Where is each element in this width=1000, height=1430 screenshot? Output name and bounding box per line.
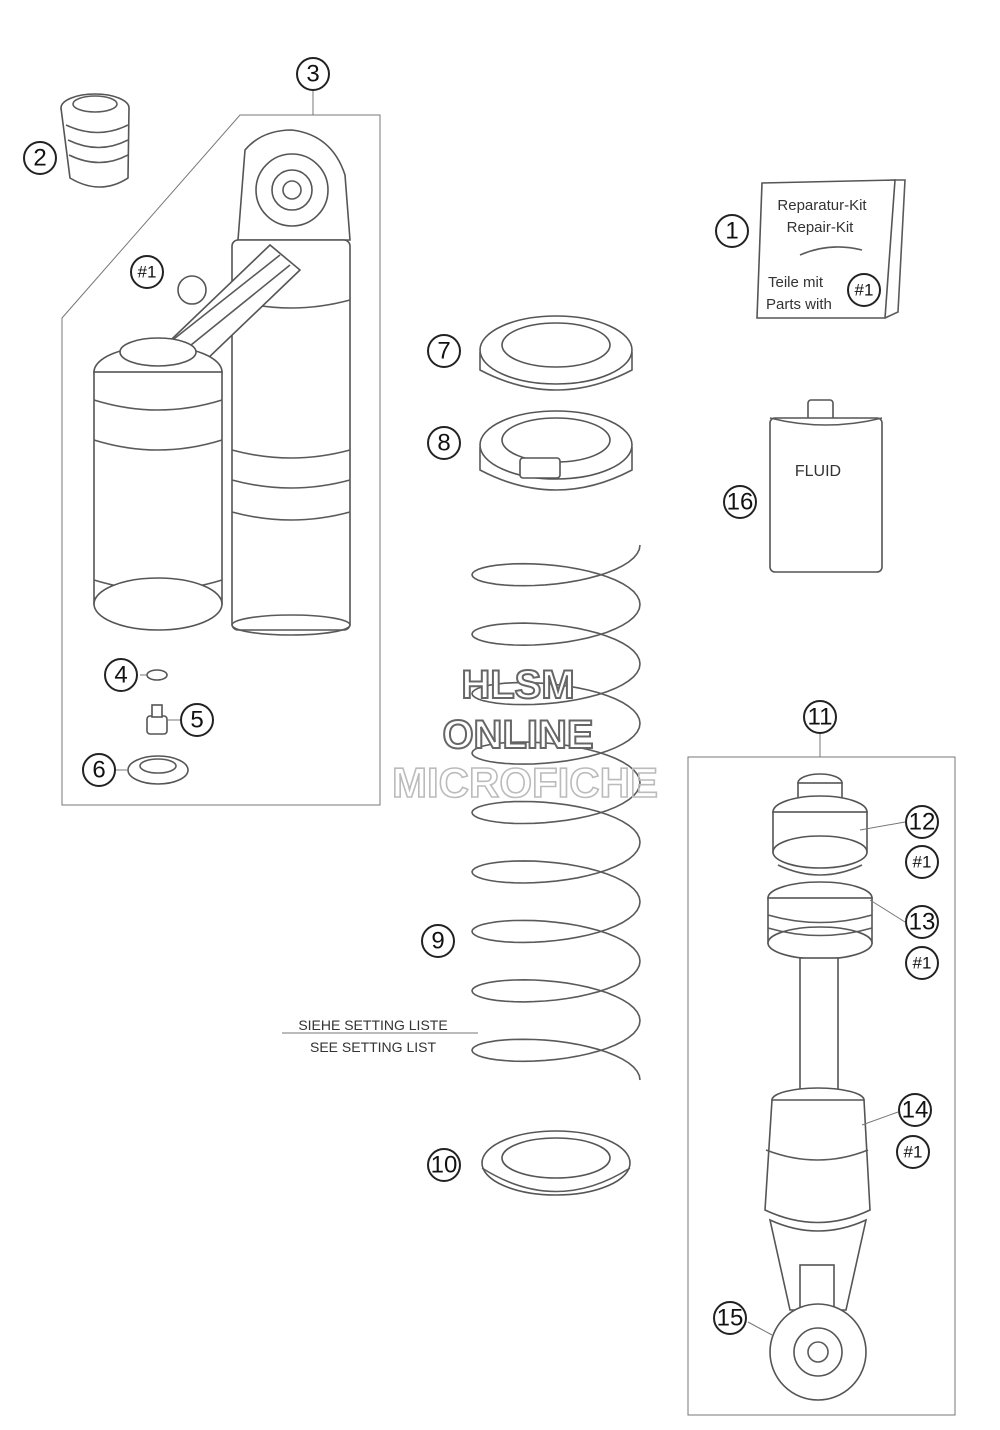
- setting-note: SIEHE SETTING LISTE SEE SETTING LIST: [282, 1017, 478, 1055]
- part-11-group-frame: [687, 733, 956, 1416]
- watermark: HLSM ONLINE MICROFICHE: [391, 662, 659, 807]
- svg-text:7: 7: [437, 338, 450, 365]
- callout-5: 5: [180, 703, 214, 737]
- setting-note-en: SEE SETTING LIST: [310, 1039, 436, 1055]
- svg-text:6: 6: [92, 757, 105, 784]
- svg-text:#1: #1: [913, 853, 932, 872]
- part-10-spring-seat: [481, 1130, 631, 1196]
- part-5-valve: [146, 704, 168, 735]
- svg-text:5: 5: [190, 707, 203, 734]
- watermark-line-3: MICROFICHE: [392, 759, 658, 806]
- callout-12: 12: [905, 805, 939, 839]
- callout-2: 2: [23, 141, 57, 175]
- part-11-damper-rod-assembly: [764, 773, 873, 1401]
- svg-text:#1: #1: [138, 263, 157, 282]
- svg-text:1: 1: [725, 218, 738, 245]
- svg-text:#1: #1: [904, 1143, 923, 1162]
- callout-8: 8: [427, 426, 461, 460]
- svg-text:11: 11: [808, 704, 833, 731]
- svg-text:2: 2: [33, 145, 46, 172]
- svg-text:13: 13: [909, 909, 936, 936]
- callout-7: 7: [427, 334, 461, 368]
- part-7-adjuster-nut: [479, 315, 633, 391]
- kit-ref-callout-14: #1: [896, 1135, 930, 1169]
- callout-13: 13: [905, 905, 939, 939]
- part-2-cap: [60, 93, 130, 188]
- part-6-seal-ring: [127, 755, 189, 785]
- part-4-small-washer: [146, 669, 168, 681]
- part-3-group-frame: [61, 90, 381, 806]
- callout-16: 16: [723, 485, 757, 519]
- callout-1: 1: [715, 214, 749, 248]
- svg-text:#1: #1: [855, 281, 874, 300]
- repair-kit-line-3: Teile mit: [768, 274, 824, 291]
- svg-text:4: 4: [114, 662, 127, 689]
- callout-9: 9: [421, 924, 455, 958]
- svg-text:#1: #1: [913, 954, 932, 973]
- svg-text:12: 12: [909, 809, 936, 836]
- svg-text:8: 8: [437, 430, 450, 457]
- svg-text:16: 16: [727, 489, 754, 516]
- kit-ref-callout-13: #1: [905, 946, 939, 980]
- svg-text:14: 14: [902, 1097, 929, 1124]
- repair-kit-line-1: Reparatur-Kit: [777, 197, 867, 214]
- part-3-damper-housing: [93, 129, 351, 636]
- watermark-line-1: HLSM: [461, 663, 574, 707]
- kit-ref-callout-3: #1: [130, 255, 164, 289]
- callout-4: 4: [104, 658, 138, 692]
- callout-3: 3: [296, 57, 330, 91]
- svg-text:9: 9: [431, 928, 444, 955]
- callout-11: 11: [803, 700, 837, 734]
- kit-ref-callout-12: #1: [905, 845, 939, 879]
- svg-text:3: 3: [306, 61, 319, 88]
- callout-14: 14: [898, 1093, 932, 1127]
- repair-kit-labels: Reparatur-Kit Repair-Kit Teile mit Parts…: [766, 197, 867, 313]
- svg-text:10: 10: [431, 1152, 458, 1179]
- callout-10: 10: [427, 1148, 461, 1182]
- leader-lines: [115, 674, 906, 1336]
- callout-15: 15: [713, 1301, 747, 1335]
- kit-ref-callout-1: #1: [847, 273, 881, 307]
- repair-kit-line-2: Repair-Kit: [787, 219, 855, 236]
- part-8-lock-nut: [479, 410, 633, 491]
- part-9-spring: [471, 544, 641, 1081]
- watermark-line-2: ONLINE: [442, 713, 593, 757]
- setting-note-de: SIEHE SETTING LISTE: [298, 1017, 447, 1033]
- fluid-label: FLUID: [795, 463, 841, 480]
- svg-text:15: 15: [717, 1305, 744, 1332]
- callout-6: 6: [82, 753, 116, 787]
- repair-kit-line-4: Parts with: [766, 296, 832, 313]
- part-16-fluid-bottle: [769, 399, 883, 573]
